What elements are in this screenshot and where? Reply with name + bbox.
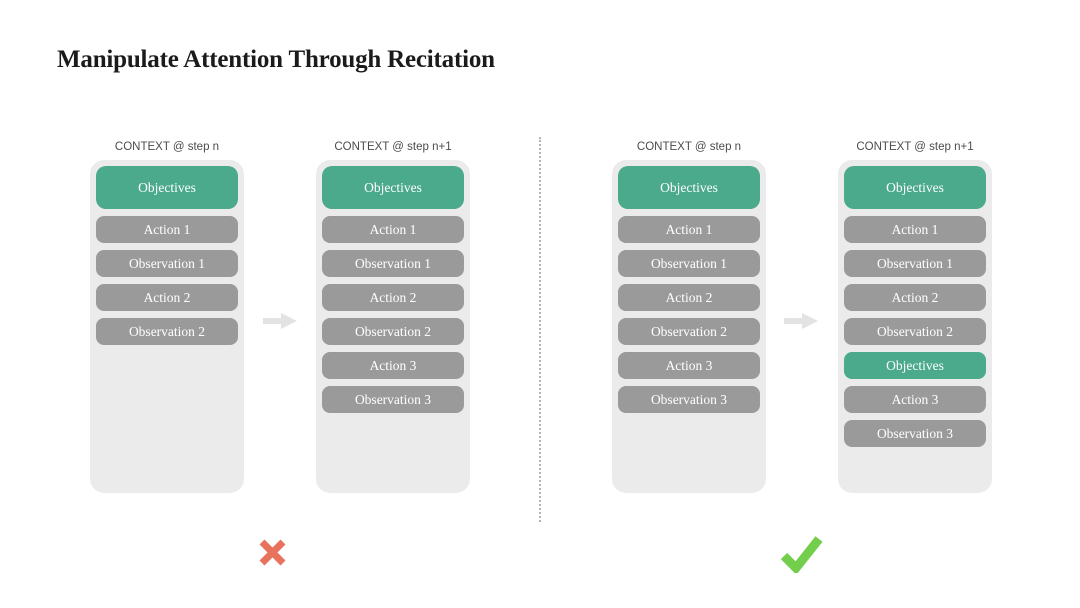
chip-observation-1: Observation 1 <box>618 250 760 277</box>
page-title: Manipulate Attention Through Recitation <box>57 46 495 73</box>
chip-action-3: Action 3 <box>322 352 464 379</box>
chip-observation-2: Observation 2 <box>322 318 464 345</box>
panel-header: CONTEXT @ step n <box>636 141 742 153</box>
context-stack: Objectives Action 1 Observation 1 Action… <box>90 160 244 493</box>
chip-action-2: Action 2 <box>96 284 238 311</box>
chip-observation-1: Observation 1 <box>844 250 986 277</box>
chip-objectives: Objectives <box>844 166 986 209</box>
check-icon <box>780 536 823 573</box>
section-divider <box>539 137 541 522</box>
chip-action-2: Action 2 <box>322 284 464 311</box>
chip-observation-3: Observation 3 <box>322 386 464 413</box>
context-stack: Objectives Action 1 Observation 1 Action… <box>316 160 470 493</box>
chip-observation-3: Observation 3 <box>844 420 986 447</box>
chip-action-3: Action 3 <box>618 352 760 379</box>
chip-observation-2: Observation 2 <box>844 318 986 345</box>
chip-objectives: Objectives <box>96 166 238 209</box>
chip-observation-2: Observation 2 <box>96 318 238 345</box>
chip-observation-3: Observation 3 <box>618 386 760 413</box>
context-panel-left-before: CONTEXT @ step n Objectives Action 1 Obs… <box>90 140 244 493</box>
chip-observation-2: Observation 2 <box>618 318 760 345</box>
panel-header: CONTEXT @ step n <box>114 141 220 153</box>
chip-action-1: Action 1 <box>96 216 238 243</box>
chip-objectives: Objectives <box>322 166 464 209</box>
cross-icon <box>259 539 286 566</box>
context-stack: Objectives Action 1 Observation 1 Action… <box>838 160 992 493</box>
chip-action-1: Action 1 <box>618 216 760 243</box>
context-panel-right-before: CONTEXT @ step n Objectives Action 1 Obs… <box>612 140 766 493</box>
right-arrow-icon <box>263 313 297 329</box>
context-stack: Objectives Action 1 Observation 1 Action… <box>612 160 766 493</box>
chip-observation-1: Observation 1 <box>96 250 238 277</box>
chip-action-3: Action 3 <box>844 386 986 413</box>
chip-action-1: Action 1 <box>322 216 464 243</box>
chip-objectives: Objectives <box>618 166 760 209</box>
context-panel-left-after: CONTEXT @ step n+1 Objectives Action 1 O… <box>316 140 470 493</box>
chip-action-2: Action 2 <box>844 284 986 311</box>
context-panel-right-after: CONTEXT @ step n+1 Objectives Action 1 O… <box>838 140 992 493</box>
right-arrow-icon <box>784 313 818 329</box>
chip-action-1: Action 1 <box>844 216 986 243</box>
panel-header: CONTEXT @ step n+1 <box>856 141 974 153</box>
chip-observation-1: Observation 1 <box>322 250 464 277</box>
panel-header: CONTEXT @ step n+1 <box>334 141 452 153</box>
chip-action-2: Action 2 <box>618 284 760 311</box>
chip-objectives-recited: Objectives <box>844 352 986 379</box>
